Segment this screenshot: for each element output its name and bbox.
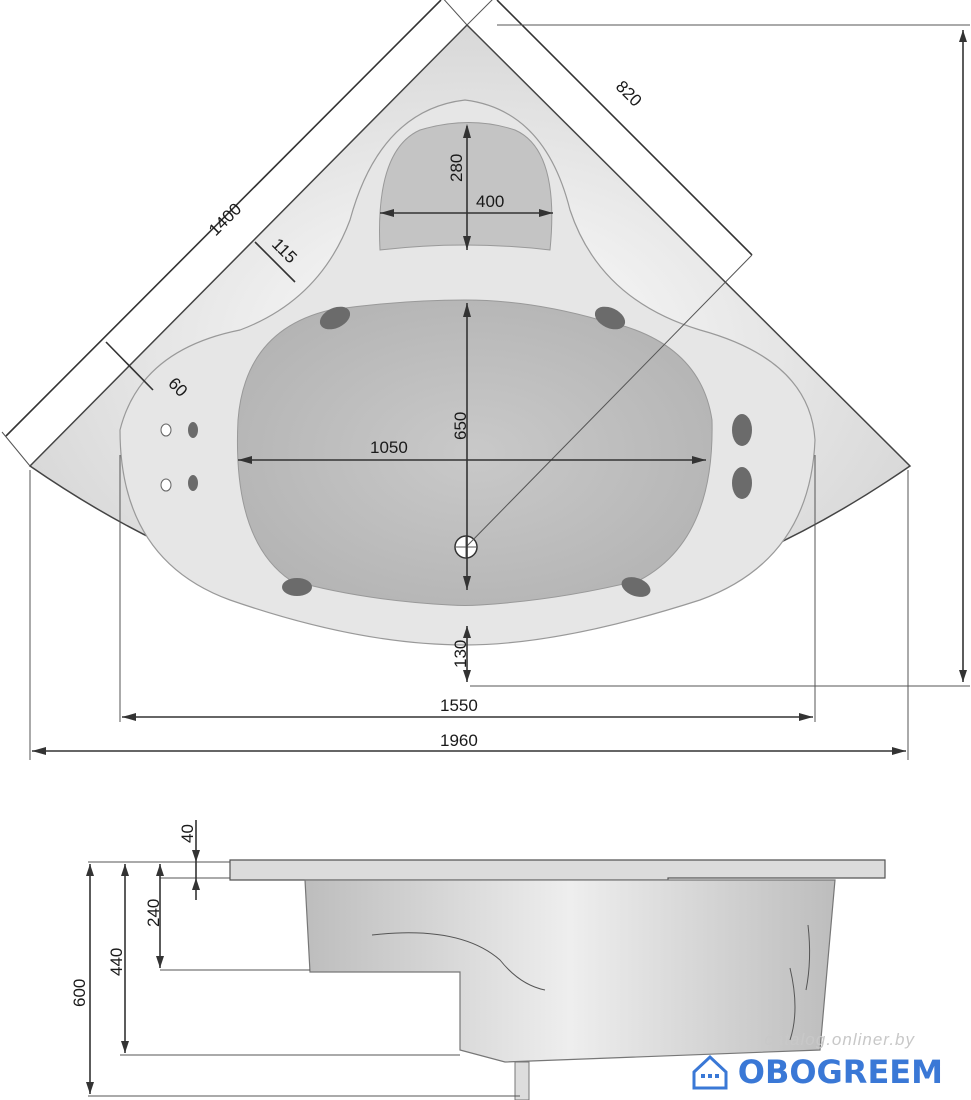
house-icon [692,1054,728,1090]
dim-130: 130 [451,640,470,668]
jet-3 [732,414,752,446]
control-knob-2 [160,478,172,492]
watermark-logo: OBOGREEM [690,1052,943,1092]
jet-4 [732,467,752,499]
side-foot [514,1061,530,1100]
dim-600: 600 [70,979,89,1007]
dim-440: 440 [107,948,126,976]
watermark-source: catalog.onliner.by [764,1030,915,1049]
top-view: 1400 820 1470 115 60 280 400 [1,0,971,760]
jet-1 [319,306,351,330]
dim-1470: 1470 [968,332,971,370]
basin [236,299,713,606]
side-view: 40 240 440 600 [70,820,886,1100]
control-knob-1 [160,423,172,437]
dim-1050: 1050 [370,438,408,457]
dim-1550: 1550 [440,696,478,715]
dim-240: 240 [144,899,163,927]
air-jet-2 [188,475,198,491]
dim-400: 400 [476,192,504,211]
side-body [304,879,836,1063]
watermark-brand: OBOGREEM [737,1053,943,1091]
side-rim [229,859,886,881]
dim-650: 650 [451,412,470,440]
jet-6 [621,577,651,597]
headrest [379,122,553,251]
dim-1960: 1960 [440,731,478,750]
dim-40: 40 [178,824,197,843]
jet-5 [282,578,312,596]
dim-1400: 1400 [205,199,245,239]
air-jet-1 [188,422,198,438]
jet-2 [594,306,626,330]
dim-280: 280 [447,154,466,182]
dim-820: 820 [612,77,645,110]
